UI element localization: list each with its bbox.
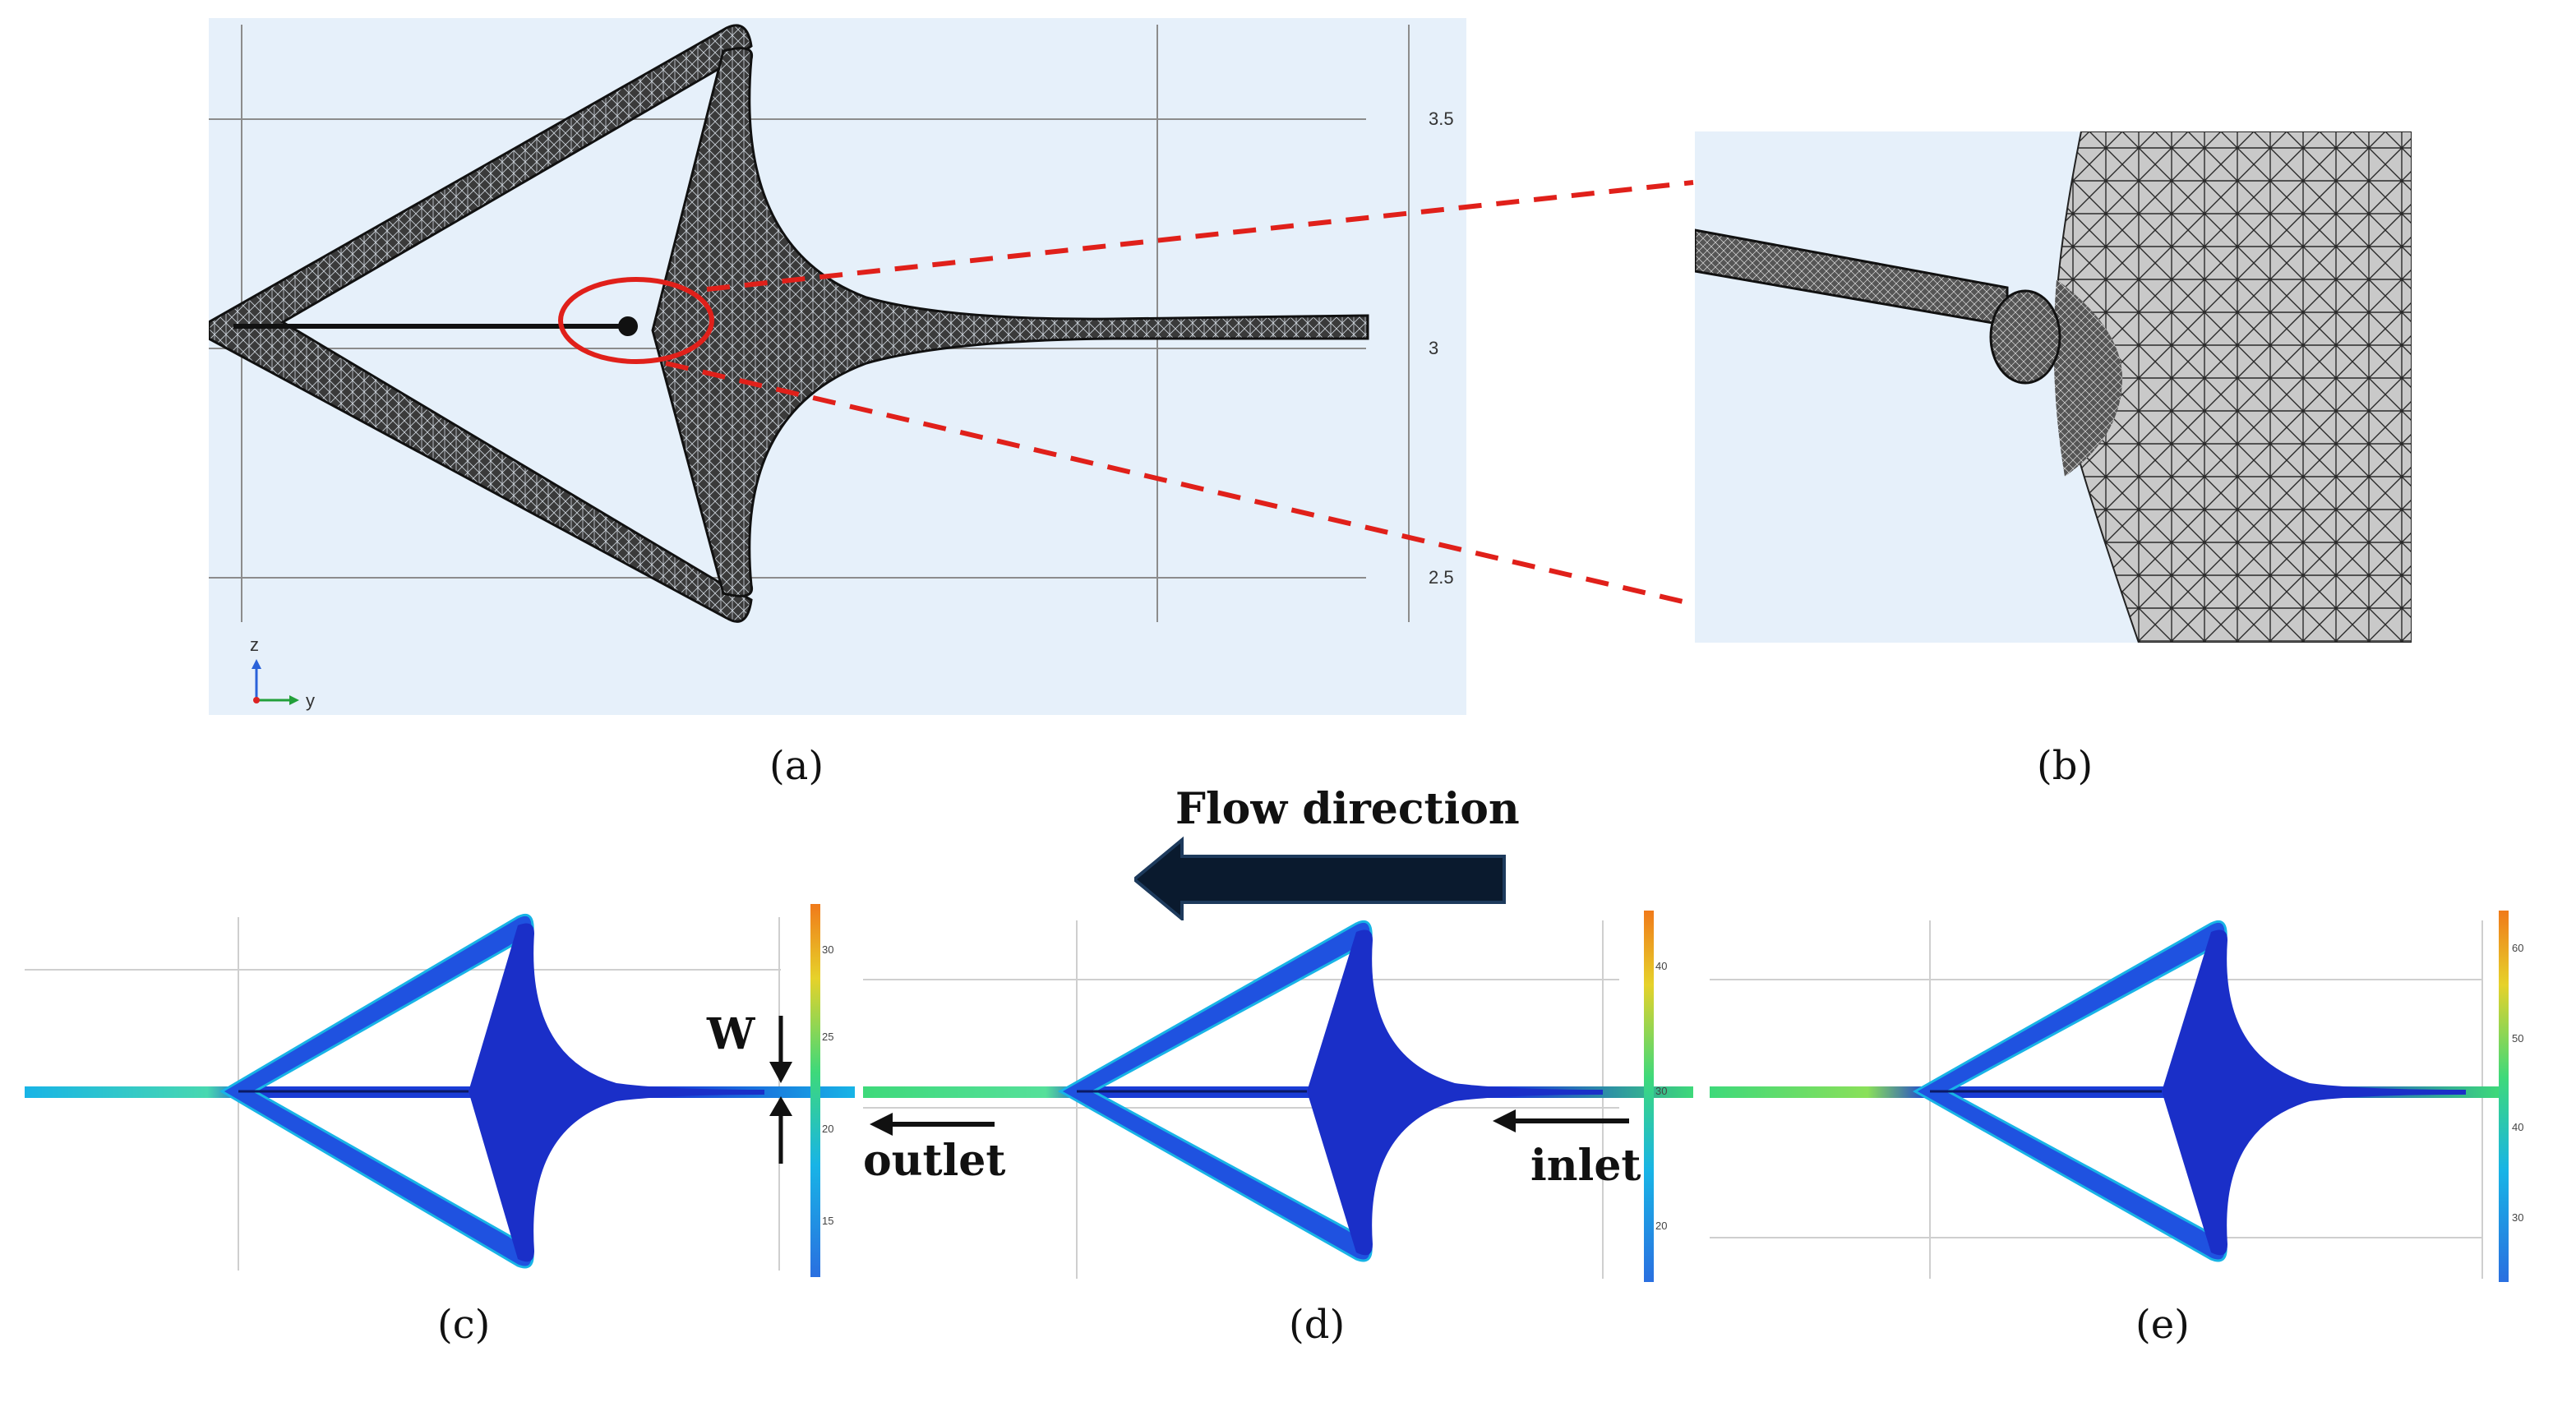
width-label-w: W [706, 1009, 756, 1059]
colorbar-e-tick-0: 60 [2512, 942, 2523, 954]
axis-tick-3-5: 3.5 [1429, 108, 1454, 129]
caption-a: (a) [769, 743, 824, 789]
zoom-bulb [1989, 289, 2061, 385]
axis-label-z: z [250, 634, 259, 655]
zoom-dense-region [2053, 279, 2122, 477]
axis-triad: z y [250, 634, 315, 711]
axis-tick-3: 3 [1429, 338, 1438, 358]
colorbar-d-tick-2: 20 [1655, 1220, 1667, 1232]
flare-body-c [469, 923, 764, 1262]
panel-a-mesh-overview: 3.5 3 2.5 z y [209, 18, 1466, 715]
colorbar-e-tick-3: 30 [2512, 1211, 2523, 1224]
colorbar-e [2499, 911, 2509, 1282]
colorbar-c-tick-2: 20 [822, 1123, 833, 1135]
zoom-callout-ellipse [558, 277, 714, 364]
panel-e-velocity-field: 60 50 40 30 [1710, 911, 2523, 1282]
flare-body-d [1307, 929, 1603, 1256]
panel-c-velocity-field: 30 25 20 15 W [25, 904, 855, 1277]
colorbar-e-tick-1: 50 [2512, 1032, 2523, 1045]
flow-direction-annotation: Flow direction [1134, 784, 1520, 920]
outlet-arrow [870, 1113, 995, 1136]
colorbar-c-tick-0: 30 [822, 943, 833, 956]
flare-body-e [2162, 929, 2466, 1256]
central-body-mesh [651, 47, 1369, 597]
outlet-label: outlet [863, 1136, 1005, 1186]
colorbar-c-tick-1: 25 [822, 1031, 833, 1043]
colorbar-d [1644, 911, 1654, 1282]
axis-tick-2-5: 2.5 [1429, 567, 1454, 588]
flow-direction-arrow [1134, 836, 1506, 920]
colorbar-c [810, 904, 820, 1277]
panel-d-velocity-field: 40 30 20 outlet inlet [863, 911, 1693, 1282]
caption-b: (b) [2037, 743, 2094, 789]
colorbar-d-tick-0: 40 [1655, 960, 1667, 972]
colorbar-d-tick-1: 30 [1655, 1085, 1667, 1097]
triangle-frame-mesh [209, 24, 753, 623]
caption-c: (c) [437, 1302, 491, 1348]
connector-bulb [618, 316, 638, 336]
inlet-label: inlet [1530, 1141, 1641, 1191]
caption-e: (e) [2135, 1302, 2190, 1348]
flow-direction-label: Flow direction [1175, 784, 1520, 834]
panel-b-mesh-zoom [1695, 131, 2412, 643]
inlet-arrow [1493, 1109, 1629, 1132]
axis-label-y: y [306, 690, 315, 711]
colorbar-c-tick-3: 15 [822, 1215, 833, 1227]
caption-d: (d) [1289, 1302, 1346, 1348]
colorbar-e-tick-2: 40 [2512, 1121, 2523, 1133]
